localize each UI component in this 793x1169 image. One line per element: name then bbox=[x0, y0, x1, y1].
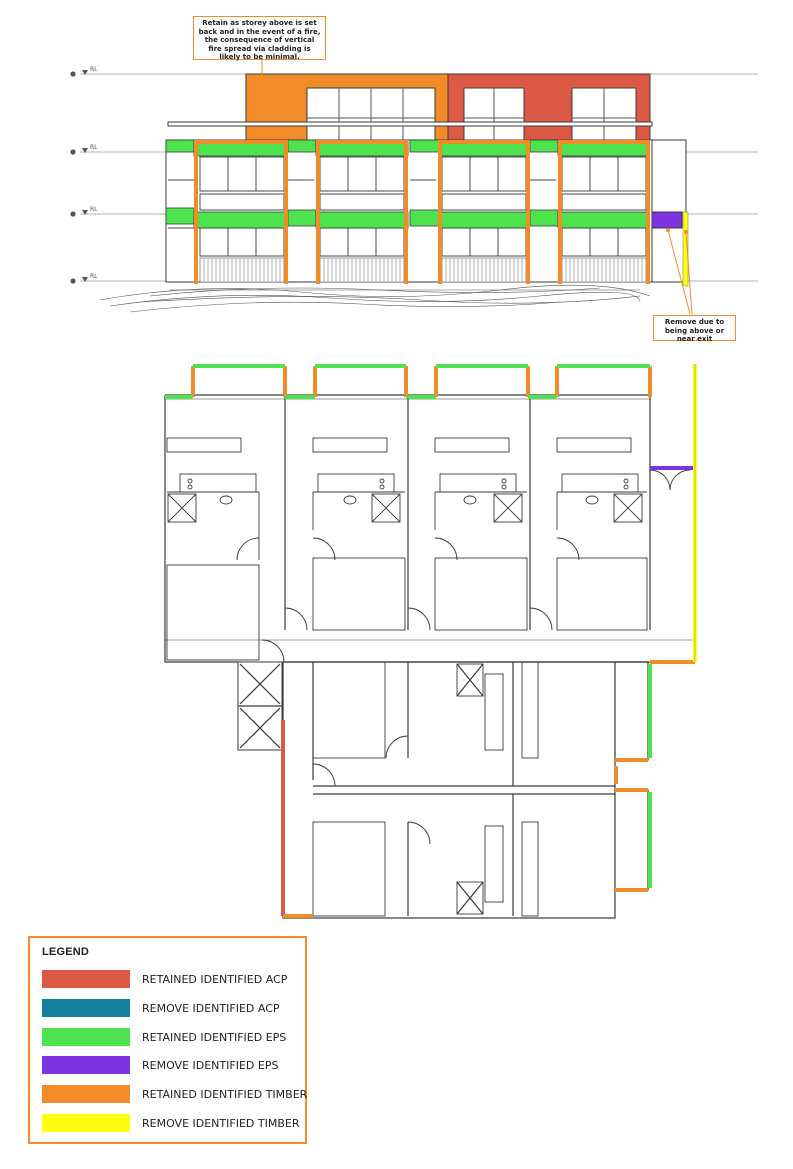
legend-label: RETAINED IDENTIFIED ACP bbox=[142, 973, 288, 986]
ground-sketch bbox=[99, 284, 651, 313]
exit-note: Remove due to being above or near exit bbox=[653, 315, 736, 343]
legend-swatch bbox=[42, 1085, 130, 1103]
timber-remove-strip bbox=[682, 211, 689, 287]
level-label: RL bbox=[90, 144, 98, 151]
eps-remove-panel bbox=[651, 211, 683, 229]
legend-item: RETAINED IDENTIFIED EPS bbox=[42, 1028, 302, 1048]
elevation bbox=[70, 60, 758, 315]
upper-setback-note: Retain as storey above is set back and i… bbox=[193, 16, 326, 61]
legend-item: REMOVE IDENTIFIED ACP bbox=[42, 999, 302, 1019]
level-label: RL bbox=[90, 66, 98, 73]
legend: LEGEND RETAINED IDENTIFIED ACP REMOVE ID… bbox=[28, 936, 307, 1144]
legend-item: RETAINED IDENTIFIED TIMBER bbox=[42, 1085, 307, 1105]
legend-swatch bbox=[42, 970, 130, 988]
legend-label: RETAINED IDENTIFIED TIMBER bbox=[142, 1088, 308, 1101]
legend-swatch bbox=[42, 1114, 130, 1132]
legend-item: REMOVE IDENTIFIED EPS bbox=[42, 1056, 302, 1076]
plan-cladding bbox=[165, 364, 697, 918]
legend-label: REMOVE IDENTIFIED ACP bbox=[142, 1002, 280, 1015]
legend-item: REMOVE IDENTIFIED TIMBER bbox=[42, 1114, 302, 1134]
floor-plan bbox=[164, 394, 695, 919]
level-markers bbox=[70, 70, 88, 284]
legend-swatch bbox=[42, 999, 130, 1017]
legend-item: RETAINED IDENTIFIED ACP bbox=[42, 970, 302, 990]
legend-swatch bbox=[42, 1056, 130, 1074]
timber-frames bbox=[194, 140, 650, 284]
legend-label: REMOVE IDENTIFIED EPS bbox=[142, 1059, 279, 1072]
level-label: RL bbox=[90, 206, 98, 213]
legend-label: RETAINED IDENTIFIED EPS bbox=[142, 1031, 287, 1044]
ground-screens bbox=[199, 257, 647, 283]
legend-swatch bbox=[42, 1028, 130, 1046]
eps-bands bbox=[165, 139, 649, 229]
level-label: RL bbox=[90, 273, 98, 280]
legend-label: REMOVE IDENTIFIED TIMBER bbox=[142, 1117, 300, 1130]
legend-title: LEGEND bbox=[42, 946, 90, 958]
